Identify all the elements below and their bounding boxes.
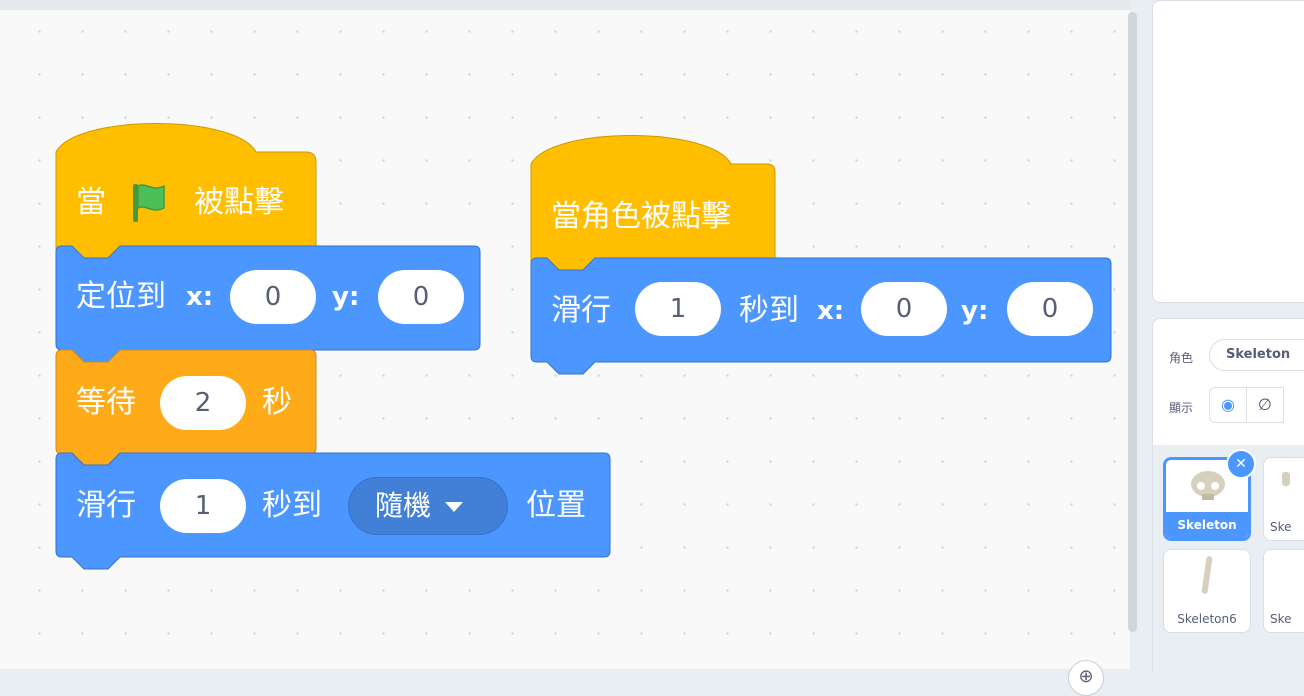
sprite-name-field[interactable]: Skeleton [1209, 339, 1304, 371]
sprite-tile-name: Skeleton6 [1177, 612, 1237, 626]
sprite-clicked-label: 當角色被點擊 [551, 199, 731, 234]
glide-seconds-input[interactable]: 1 [635, 282, 721, 336]
hide-button[interactable]: ∅ [1246, 387, 1284, 423]
glide-to-xy-block[interactable]: 滑行 1 秒到 x: 0 y: 0 [530, 257, 1112, 375]
arm-bone-thumbnail-icon [1201, 555, 1213, 595]
glide-seconds-input[interactable]: 1 [160, 479, 246, 533]
sprite-tile[interactable]: Skeleton [1163, 457, 1251, 541]
show-label: 顯示 [1169, 401, 1194, 415]
wait-label: 等待 [76, 385, 136, 420]
eye-icon: ◉ [1221, 395, 1235, 414]
bone-thumbnail-icon [1282, 472, 1290, 486]
target-dropdown-value: 隨機 [375, 489, 432, 522]
workspace-scrollbar[interactable] [1128, 12, 1137, 632]
glide-label: 滑行 [76, 488, 136, 523]
stage[interactable] [1152, 0, 1304, 303]
goto-xy-block[interactable]: 定位到 x: 0 y: 0 [55, 245, 481, 363]
y-input[interactable]: 0 [1007, 282, 1093, 336]
goto-label: 定位到 [76, 279, 166, 314]
glide-to-label: 秒到 [739, 293, 799, 328]
glide-suffix: 位置 [526, 488, 586, 523]
target-dropdown[interactable]: 隨機 [348, 477, 508, 535]
sprite-tile[interactable]: Ske [1263, 549, 1304, 633]
when-flag-clicked-block[interactable]: 當 被點擊 [55, 122, 317, 269]
x-input[interactable]: 0 [230, 270, 316, 324]
when-sprite-clicked-block[interactable]: 當角色被點擊 [530, 134, 776, 281]
sprite-panel: 角色 Skeleton 顯示 ◉ ∅ Skeleton Ske Skeleton… [1152, 318, 1304, 685]
glide-to-label: 秒到 [262, 488, 322, 523]
x-label: x: [817, 296, 845, 326]
sprite-tile-name: Ske [1270, 520, 1292, 534]
x-label: x: [186, 282, 214, 312]
sprite-info: 角色 Skeleton 顯示 ◉ ∅ [1153, 319, 1304, 446]
delete-sprite-icon[interactable]: ✕ [1226, 449, 1256, 479]
sprite-list: Skeleton Ske Skeleton6 Ske [1153, 445, 1304, 685]
wait-unit: 秒 [262, 385, 292, 420]
glide-to-random-block[interactable]: 滑行 1 秒到 隨機 位置 [55, 452, 611, 570]
show-button[interactable]: ◉ [1209, 387, 1247, 423]
x-input[interactable]: 0 [861, 282, 947, 336]
skeleton-thumbnail-icon [1191, 471, 1225, 500]
y-label: y: [332, 282, 360, 312]
sprite-tile-name: Skeleton [1166, 512, 1248, 538]
hat-suffix-text: 被點擊 [194, 185, 284, 220]
wait-block[interactable]: 等待 2 秒 [55, 349, 317, 467]
chevron-down-icon [445, 502, 464, 512]
sprite-tile[interactable]: Skeleton6 [1163, 549, 1251, 633]
sprite-label: 角色 [1169, 351, 1194, 365]
sprite-tile-name: Ske [1270, 612, 1292, 626]
y-input[interactable]: 0 [378, 270, 464, 324]
wait-seconds-input[interactable]: 2 [160, 376, 246, 430]
sprite-tile[interactable]: Ske [1263, 457, 1304, 541]
zoom-in-icon[interactable]: ⊕ [1068, 660, 1104, 696]
hat-prefix-text: 當 [76, 185, 106, 220]
eye-slash-icon: ∅ [1258, 395, 1272, 414]
glide-label: 滑行 [551, 293, 611, 328]
y-label: y: [961, 296, 989, 326]
script-workspace[interactable]: 當 被點擊 定位到 x: 0 y: 0 等待 2 秒 滑行 1 [0, 0, 1130, 696]
